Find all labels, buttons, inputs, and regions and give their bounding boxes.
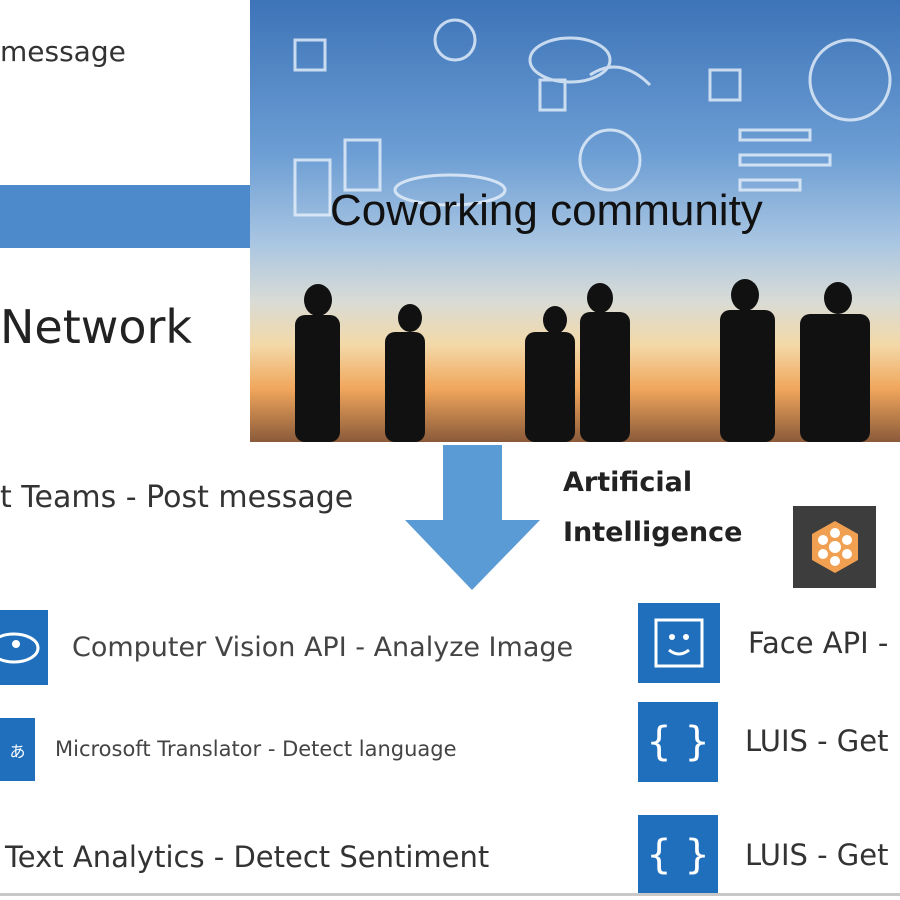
luis-action-2[interactable]: LUIS - Get (745, 838, 889, 872)
down-arrow (405, 445, 540, 590)
network-label: Network (0, 300, 193, 354)
translator-action[interactable]: Microsoft Translator - Detect language (55, 737, 457, 761)
eye-icon (0, 610, 48, 685)
ai-title-line2: Intelligence (563, 517, 743, 548)
computer-vision-action[interactable]: Computer Vision API - Analyze Image (72, 632, 574, 663)
ai-title-line1: Artificial (563, 467, 693, 498)
bottom-divider (0, 893, 900, 896)
braces-icon: { } (638, 702, 718, 782)
post-message-label: message (0, 35, 126, 68)
connector-bar (0, 185, 250, 248)
face-api-action[interactable]: Face API - (748, 626, 889, 660)
coworking-photo: Coworking community (250, 0, 900, 442)
face-icon (638, 603, 720, 683)
text-analytics-action[interactable]: Text Analytics - Detect Sentiment (5, 840, 490, 874)
braces-icon: { } (638, 815, 718, 895)
teams-post-message: t Teams - Post message (0, 480, 354, 515)
photo-illustration (293, 18, 892, 442)
luis-action-1[interactable]: LUIS - Get (745, 724, 889, 758)
photo-caption: Coworking community (330, 186, 763, 235)
ai-logo-icon (793, 506, 876, 588)
translate-icon: あ (0, 718, 35, 781)
